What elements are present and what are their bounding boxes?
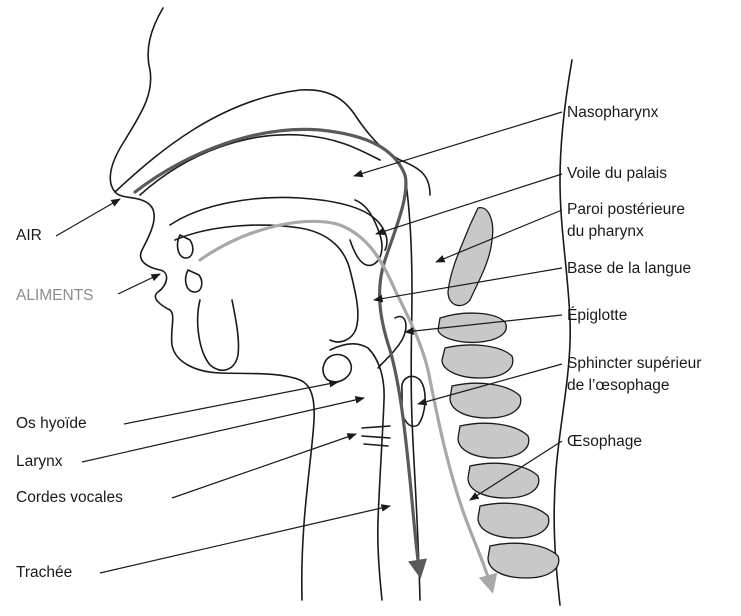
label-larynx: Larynx [16,453,63,470]
leader-larynx [82,398,364,462]
label-paroi-line2: du pharynx [567,223,644,240]
leader-os-hyoide [124,382,338,424]
label-base-langue: Base de la langue [567,260,691,277]
leader-paroi [436,210,562,262]
air-path [135,129,420,575]
label-sphincter-line1: Sphincter supérieur [567,355,701,372]
leader-aliments [118,274,160,294]
leader-trachee [100,506,390,573]
label-paroi-line1: Paroi postérieure [567,201,685,218]
label-nasopharynx: Nasopharynx [567,104,659,121]
face-profile-outline [110,8,314,600]
vocal-cords [362,426,390,446]
mandible [198,300,239,370]
leader-air [56,199,120,236]
posterior-pharynx-wall [405,175,420,600]
hard-palate [170,197,387,250]
leader-nasopharynx [354,112,562,176]
label-air: AIR [16,227,42,244]
food-path [200,221,492,590]
label-sphincter-line2: de l’œsophage [567,377,670,394]
back-neck-outline [554,60,572,605]
label-aliments: ALIMENTS [16,287,94,304]
label-oesophage: Œsophage [567,433,642,450]
hyoid-bone [323,355,351,383]
label-epiglotte: Épiglotte [567,307,627,324]
label-trachee: Trachée [16,564,72,581]
nasal-cavity-roof [115,90,430,195]
upper-esophageal-sphincter [402,376,425,426]
label-voile-du-palais: Voile du palais [567,165,667,182]
leader-cordes-vocales [172,434,356,498]
label-os-hyoide: Os hyoïde [16,415,87,432]
label-cordes-vocales: Cordes vocales [16,489,123,506]
lower-teeth [186,270,202,292]
